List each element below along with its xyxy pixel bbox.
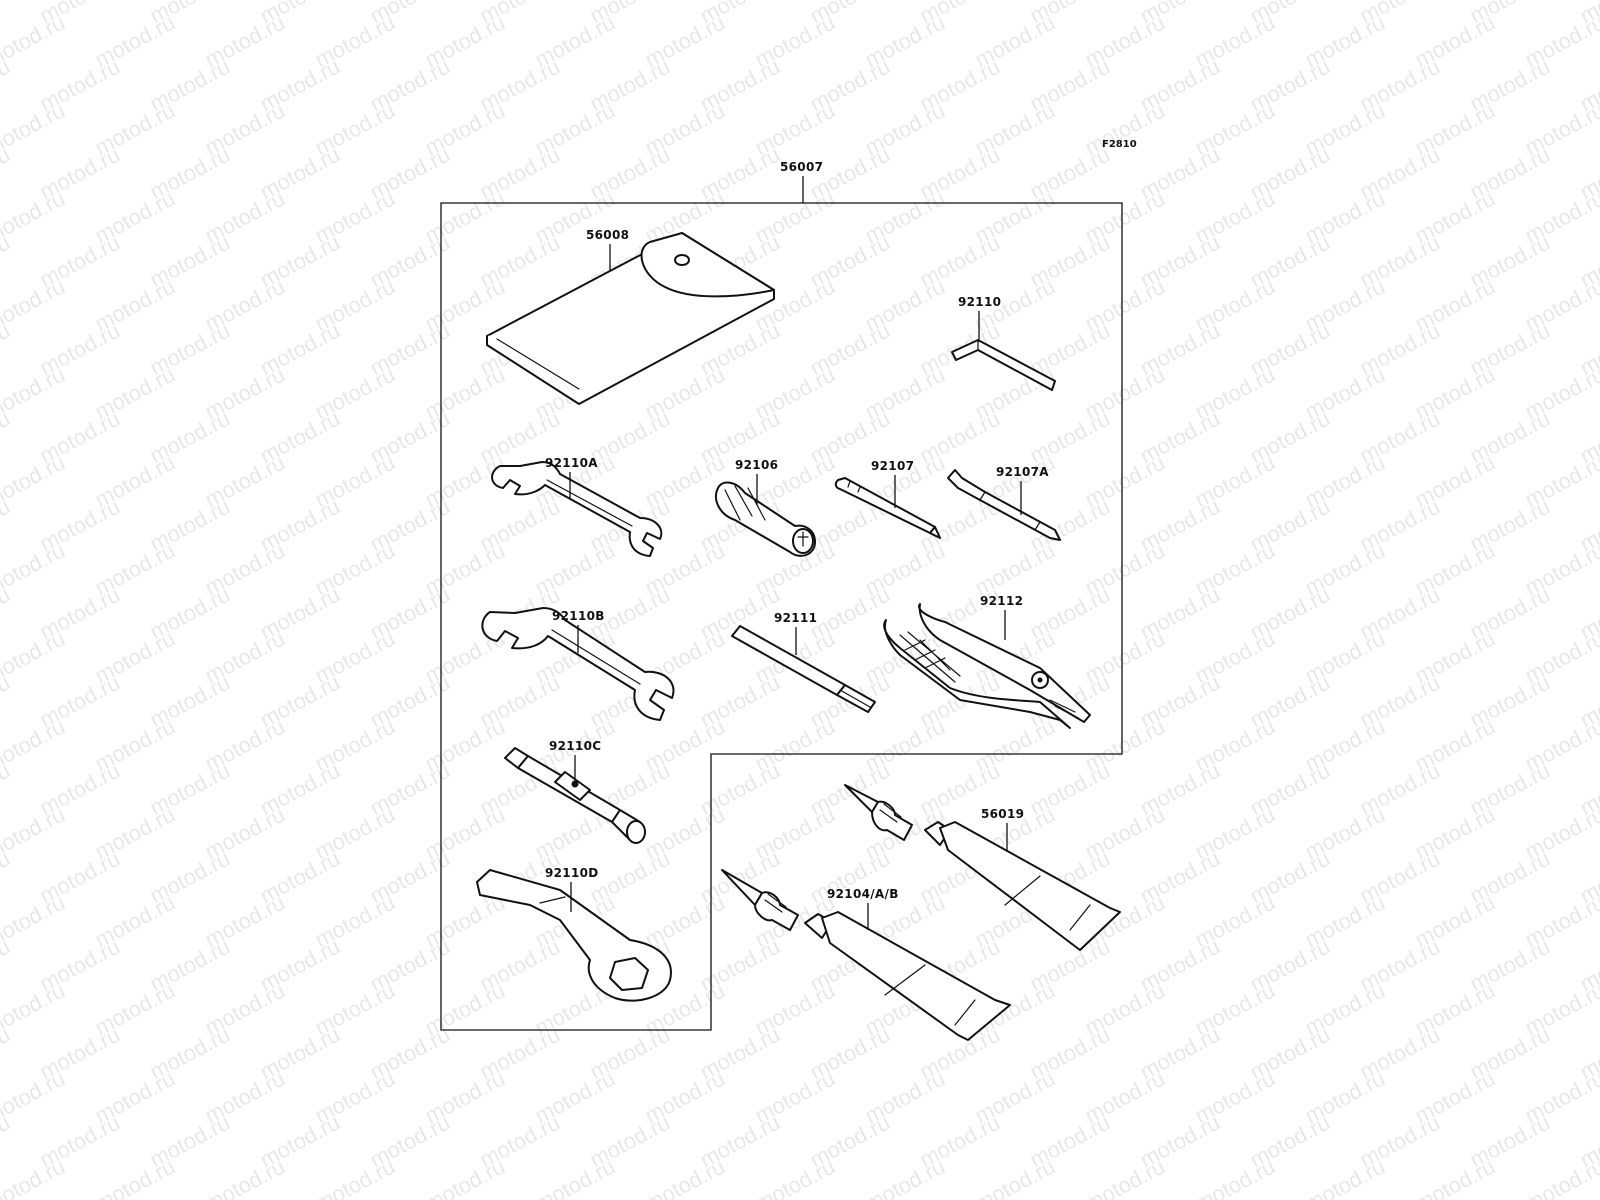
- grease-tube-icon: [721, 869, 1011, 1041]
- screwdriver-bit-icon: [947, 469, 1061, 541]
- watermark-text: motod.ru: [0, 890, 69, 953]
- screwdriver-bit-icon: [834, 477, 941, 539]
- part-label-92112: 92112: [980, 594, 1023, 608]
- screwdriver-handle-icon: [715, 481, 816, 557]
- watermark-text: motod.ru: [0, 978, 69, 1041]
- watermark-text: motod.ru: [0, 758, 14, 821]
- watermark-text: motod.ru: [0, 318, 14, 381]
- watermark-text: motod.ru: [421, 1154, 509, 1200]
- figure-code: F2810: [1102, 139, 1137, 150]
- watermark-text: motod.ru: [0, 186, 69, 249]
- part-screwdriver-bit-a[interactable]: 92107A: [947, 465, 1061, 541]
- kit-callout: 56007: [780, 160, 823, 203]
- part-label-92110B: 92110B: [552, 609, 605, 623]
- watermark-text: motod.ru: [0, 406, 14, 469]
- part-label-56019: 56019: [981, 807, 1024, 821]
- watermark-text: motod.ru: [1301, 1154, 1389, 1200]
- grease-tube-icon: [844, 784, 1121, 951]
- watermark-text: motod.ru: [861, 1154, 949, 1200]
- watermark-text: motod.ru: [0, 1066, 69, 1129]
- watermark-text: motod.ru: [0, 494, 14, 557]
- watermark-text: motod.ru: [201, 1154, 289, 1200]
- part-hex-key[interactable]: 92110: [951, 295, 1056, 391]
- watermark-text: motod.ru: [311, 1154, 399, 1200]
- watermark-text: motod.ru: [971, 1154, 1059, 1200]
- watermark-text: motod.ru: [1191, 1154, 1279, 1200]
- watermark-text: motod.ru: [0, 230, 14, 293]
- watermark-text: motod.ru: [0, 582, 14, 645]
- watermark-text: motod.ru: [0, 362, 69, 425]
- part-label-92110C: 92110C: [549, 739, 601, 753]
- watermark-text: motod.ru: [0, 450, 69, 513]
- watermark-text: motod.ru: [0, 1110, 14, 1173]
- open-end-wrench-icon: [481, 607, 675, 721]
- watermark-text: motod.ru: [1521, 1154, 1600, 1200]
- part-wrench-b[interactable]: 92110B: [481, 607, 675, 721]
- part-tool-pouch[interactable]: 56008: [486, 228, 775, 405]
- watermark-text: motod.ru: [531, 1154, 619, 1200]
- pliers-icon: [883, 603, 1091, 729]
- watermark-text: motod.ru: [0, 54, 14, 117]
- part-grease-tube-small[interactable]: 92104/A/B: [721, 869, 1011, 1041]
- part-label-92110D: 92110D: [545, 866, 599, 880]
- watermark-text: motod.ru: [0, 714, 69, 777]
- watermark-text: motod.ru: [0, 1154, 69, 1200]
- watermark-text: motod.ru: [0, 934, 14, 997]
- part-pliers[interactable]: 92112: [883, 594, 1091, 729]
- part-box-wrench[interactable]: 92110D: [476, 866, 672, 1002]
- part-label-92111: 92111: [774, 611, 817, 625]
- part-label-92107A: 92107A: [996, 465, 1049, 479]
- part-label-92106: 92106: [735, 458, 778, 472]
- watermark-text: motod.ru: [0, 670, 14, 733]
- tool-pouch-icon: [486, 232, 775, 405]
- part-socket-wrench[interactable]: 92110C: [504, 739, 646, 844]
- watermark-text: motod.ru: [0, 846, 14, 909]
- watermark-text: motod.ru: [0, 274, 69, 337]
- part-label-92104-A-B: 92104/A/B: [827, 887, 899, 901]
- extension-bar-icon: [731, 625, 876, 713]
- watermark-text: motod.ru: [1411, 1154, 1499, 1200]
- watermark-text: motod.ru: [0, 142, 14, 205]
- kit-label: 56007: [780, 160, 823, 174]
- watermark-text: motod.ru: [0, 10, 69, 73]
- watermark-text: motod.ru: [0, 1022, 14, 1085]
- watermark-text: motod.ru: [91, 1154, 179, 1200]
- open-end-wrench-icon: [491, 461, 663, 557]
- watermark-text: motod.ru: [0, 98, 69, 161]
- part-wrench-a[interactable]: 92110A: [491, 456, 663, 557]
- kit-boundary: [440, 202, 1123, 1031]
- part-label-56008: 56008: [586, 228, 629, 242]
- watermark-text: motod.ru: [0, 626, 69, 689]
- part-extension-bar[interactable]: 92111: [731, 611, 876, 713]
- part-screwdriver-handle[interactable]: 92106: [715, 458, 816, 557]
- watermark-text: motod.ru: [0, 0, 14, 28]
- watermark-text: motod.ru: [751, 1154, 839, 1200]
- part-label-92107: 92107: [871, 459, 914, 473]
- part-label-92110A: 92110A: [545, 456, 598, 470]
- watermark-text: motod.ru: [641, 1154, 729, 1200]
- part-label-92110: 92110: [958, 295, 1001, 309]
- part-screwdriver-bit[interactable]: 92107: [834, 459, 941, 539]
- part-grease-tube-large[interactable]: 56019: [844, 784, 1121, 951]
- watermark-text: motod.ru: [1081, 1154, 1169, 1200]
- box-wrench-icon: [476, 869, 672, 1002]
- socket-wrench-icon: [504, 747, 646, 844]
- watermark-text: motod.ru: [0, 802, 69, 865]
- hex-key-icon: [951, 339, 1056, 391]
- watermark-text: motod.ru: [0, 538, 69, 601]
